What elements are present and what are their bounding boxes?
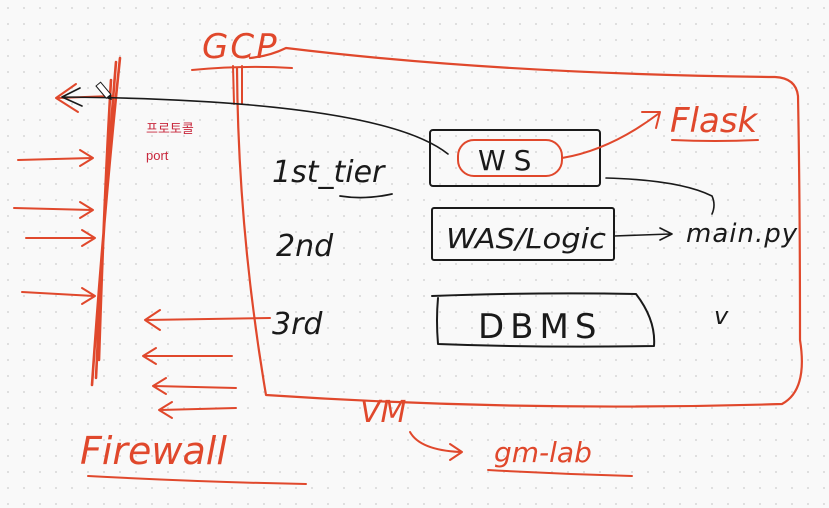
gmlab-underline	[487, 469, 633, 477]
tier-1-label: 1st_tier	[272, 155, 386, 190]
ws-to-mainpy-line	[605, 177, 715, 215]
dbms-box	[431, 292, 656, 348]
firewall-label: Firewall	[80, 429, 227, 473]
check-mark: v	[714, 302, 729, 330]
was-box	[431, 207, 615, 261]
firewall-note-protocol: 프로토콜	[146, 121, 194, 136]
vm-label: VM	[360, 395, 407, 430]
was-label: WAS/Logic	[446, 222, 607, 255]
tier-2-label: 2nd	[276, 229, 334, 264]
mainpy-label: main.py	[686, 219, 798, 249]
firewall-note-port: port	[146, 148, 169, 163]
gcp-label: GCP	[202, 27, 279, 67]
gcp-label-underline	[191, 65, 293, 71]
outgoing-traffic-arrows	[142, 309, 271, 419]
tier-3-label: 3rd	[272, 307, 323, 342]
ws-label: WS	[478, 144, 539, 177]
was-to-mainpy-arrow	[613, 227, 673, 241]
incoming-traffic-arrows	[13, 149, 96, 305]
gmlab-label: gm-lab	[494, 436, 592, 469]
web-request-arrow	[61, 87, 449, 155]
dbms-label: DBMS	[478, 307, 602, 347]
vm-boundary	[235, 46, 803, 408]
ws-box	[429, 129, 601, 187]
pen-cursor-icon	[95, 81, 112, 101]
flask-arrow	[561, 111, 661, 159]
first-tier-underline	[339, 193, 393, 199]
flask-underline	[671, 139, 759, 142]
firewall-underline	[87, 475, 307, 485]
vm-to-gmlab-arrow	[409, 431, 463, 461]
flask-label: Flask	[670, 101, 759, 141]
gcp-connector	[232, 65, 243, 105]
firewall-wall	[90, 56, 122, 387]
